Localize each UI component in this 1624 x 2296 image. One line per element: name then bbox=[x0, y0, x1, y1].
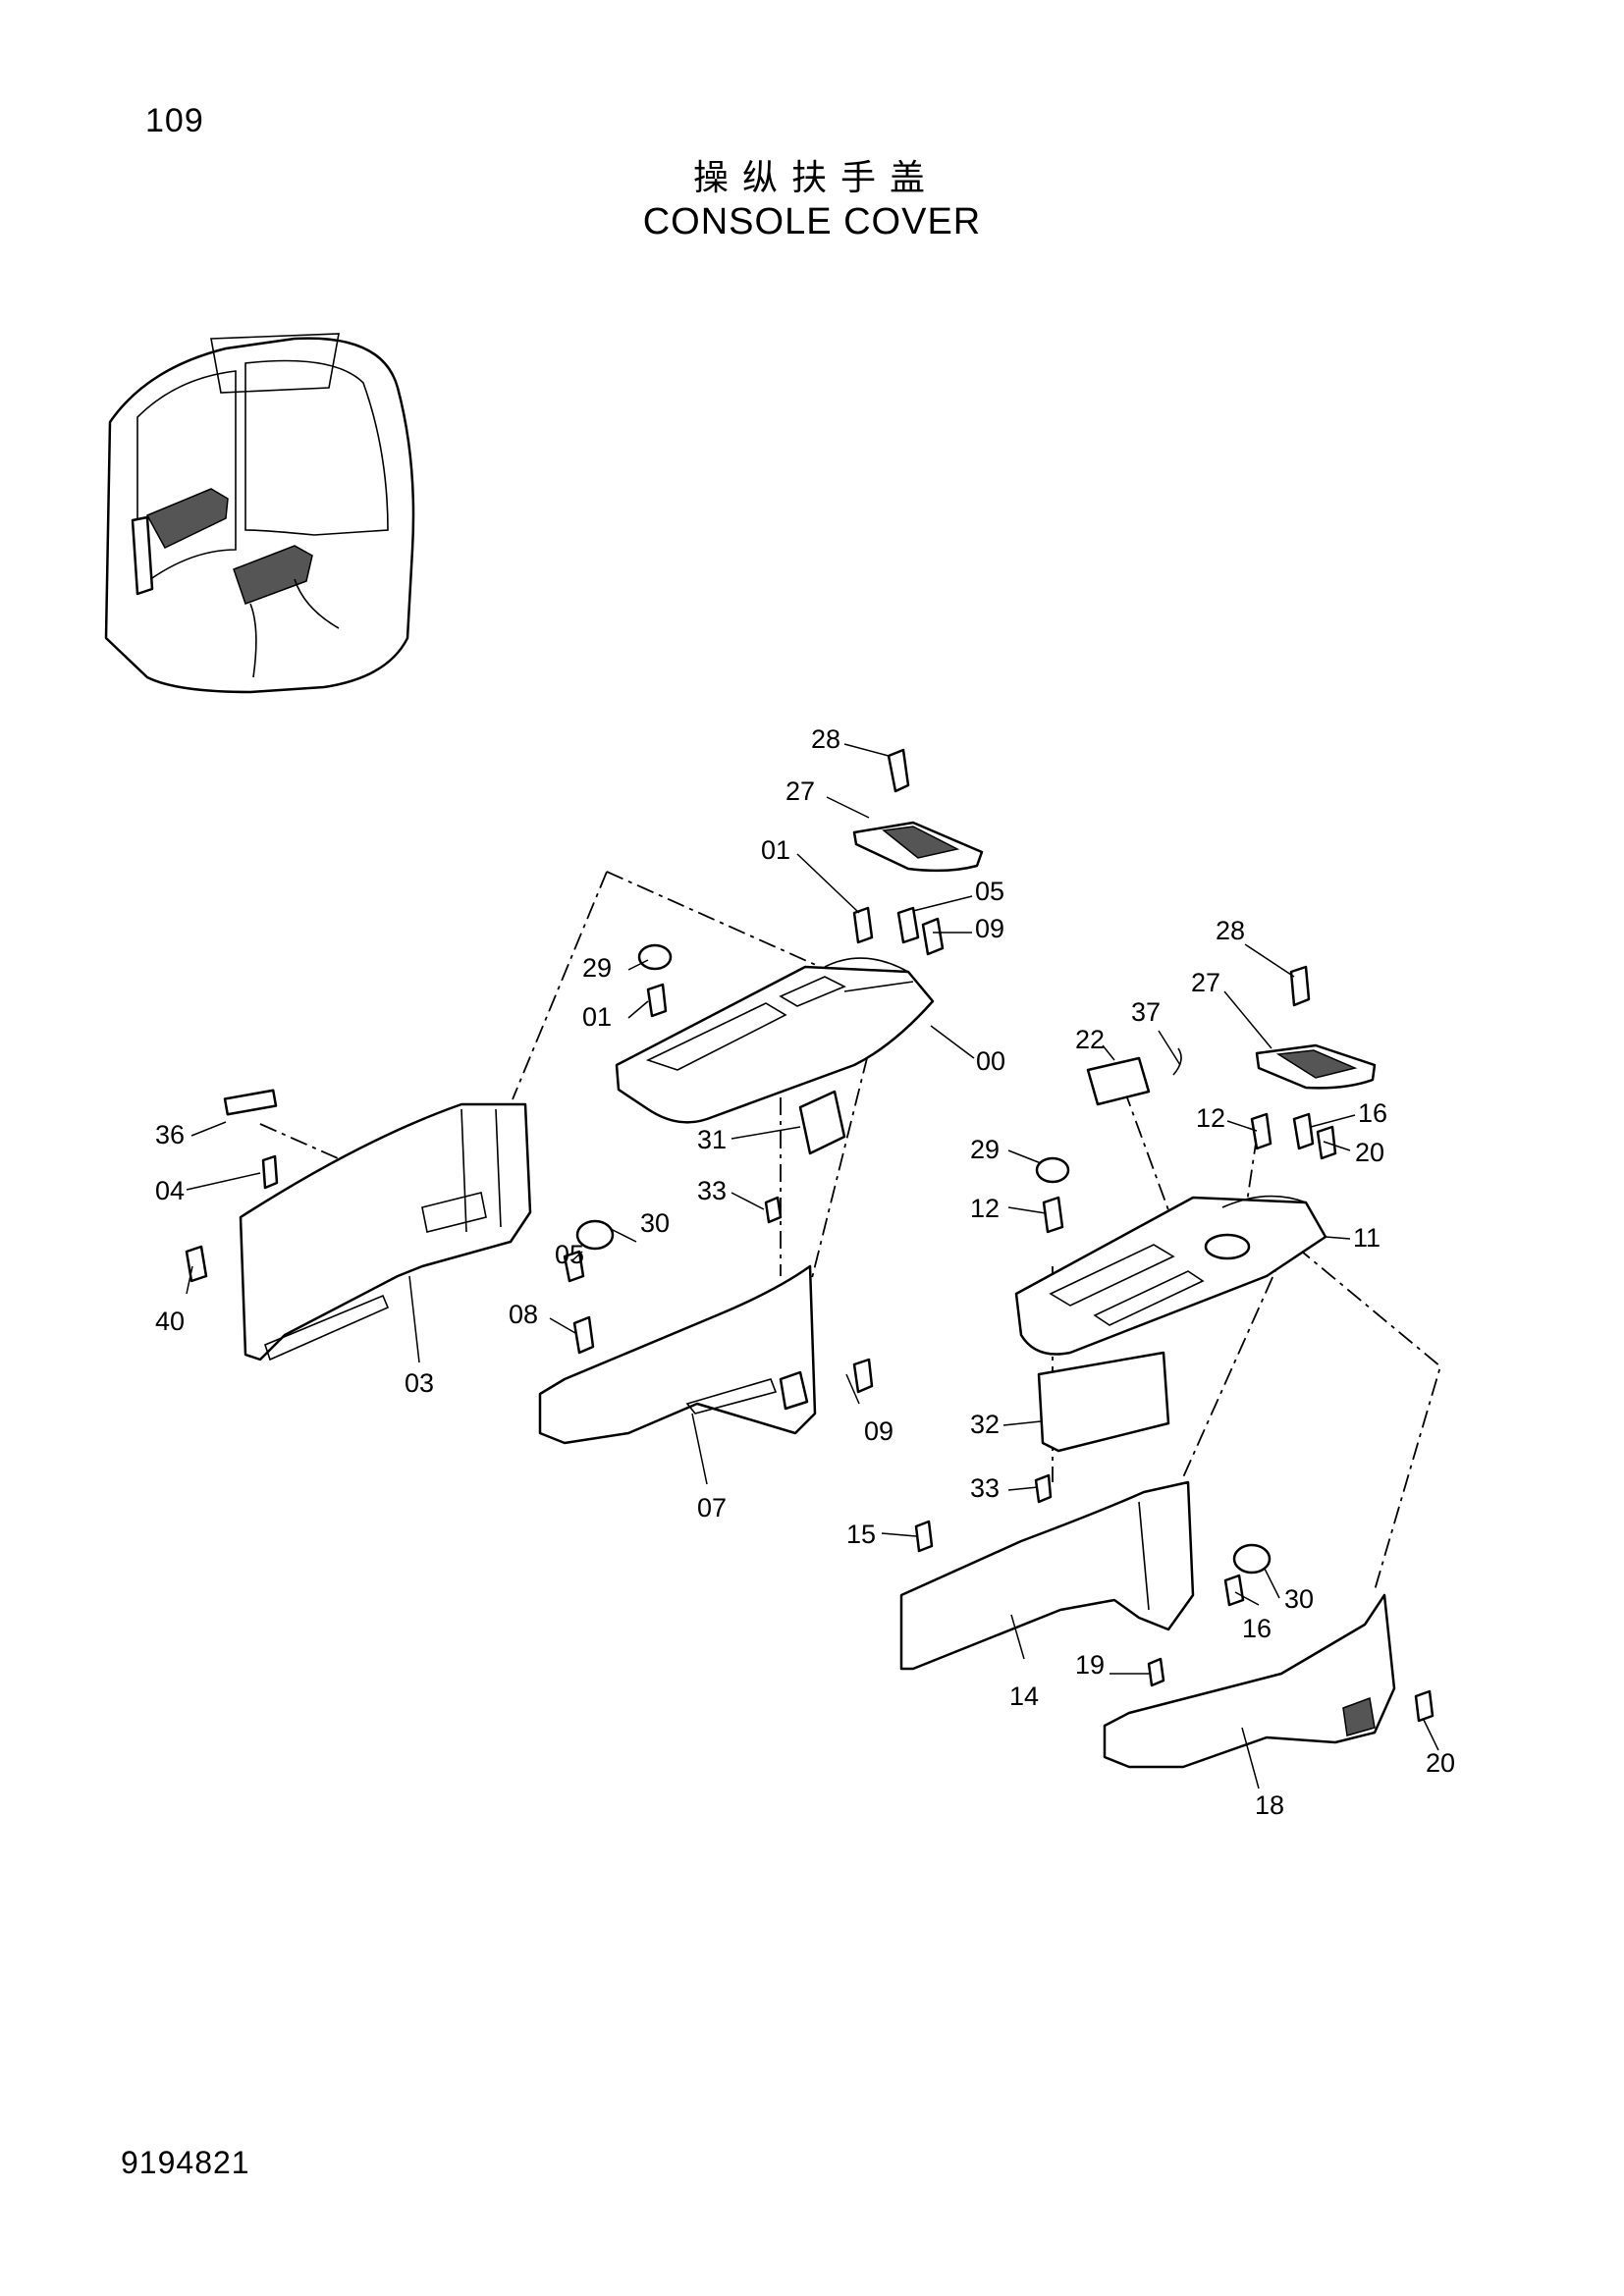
callout-19: 19 bbox=[1075, 1650, 1105, 1680]
callout-40: 40 bbox=[155, 1307, 185, 1336]
callout-33-left: 33 bbox=[697, 1176, 727, 1205]
callout-22: 22 bbox=[1075, 1025, 1105, 1054]
callout-09-lower: 09 bbox=[864, 1416, 893, 1446]
callout-30-right: 30 bbox=[1284, 1584, 1314, 1614]
title-english: CONSOLE COVER bbox=[642, 201, 982, 242]
tray-32 bbox=[1037, 1351, 1170, 1453]
left-side-cover-03 bbox=[239, 1102, 532, 1362]
right-lower-cover-18 bbox=[1103, 1593, 1396, 1769]
callout-16-upper: 16 bbox=[1358, 1098, 1387, 1128]
callout-00: 00 bbox=[976, 1046, 1005, 1076]
callout-01-lower: 01 bbox=[582, 1002, 612, 1032]
ashtray-22 bbox=[1086, 1056, 1151, 1106]
callout-04: 04 bbox=[155, 1176, 185, 1205]
callout-01-upper: 01 bbox=[761, 835, 790, 865]
callout-30-left: 30 bbox=[640, 1208, 670, 1238]
callout-16-lower: 16 bbox=[1242, 1614, 1272, 1643]
title-chinese: 操纵扶手盖 bbox=[692, 158, 939, 198]
callout-27-right: 27 bbox=[1191, 968, 1220, 997]
callout-27-left: 27 bbox=[785, 776, 815, 806]
callout-12-lower: 12 bbox=[970, 1194, 1000, 1223]
left-armrest-pad bbox=[852, 821, 984, 873]
callout-18: 18 bbox=[1255, 1790, 1284, 1820]
document-code: 9194821 bbox=[121, 2145, 250, 2180]
callout-28-left: 28 bbox=[811, 724, 840, 754]
leader-lines bbox=[186, 743, 1439, 1789]
callout-05-upper: 05 bbox=[975, 877, 1004, 906]
callout-15: 15 bbox=[846, 1520, 876, 1549]
fasteners bbox=[185, 748, 1435, 1723]
callout-09-upper: 09 bbox=[975, 914, 1004, 943]
callout-28-right: 28 bbox=[1216, 916, 1245, 945]
right-cover-14 bbox=[899, 1480, 1195, 1671]
callout-37: 37 bbox=[1131, 997, 1161, 1027]
callout-29-right: 29 bbox=[970, 1135, 1000, 1164]
callout-12-upper: 12 bbox=[1196, 1103, 1225, 1133]
left-console-body bbox=[615, 957, 935, 1155]
callout-11: 11 bbox=[1353, 1223, 1380, 1253]
callout-20-lower: 20 bbox=[1426, 1748, 1455, 1778]
cab-location-inset bbox=[104, 333, 415, 694]
right-console-body bbox=[1014, 1195, 1327, 1356]
callout-29-left: 29 bbox=[582, 953, 612, 983]
callout-07: 07 bbox=[697, 1493, 727, 1522]
callout-05-lower: 05 bbox=[555, 1240, 584, 1269]
callout-33-right: 33 bbox=[970, 1473, 1000, 1503]
page-number: 109 bbox=[145, 102, 204, 139]
callout-32: 32 bbox=[970, 1410, 1000, 1439]
callout-labels: 28 27 01 05 09 29 01 00 36 04 31 33 30 0… bbox=[155, 724, 1455, 1820]
callout-20-upper: 20 bbox=[1355, 1138, 1384, 1167]
callout-36: 36 bbox=[155, 1120, 185, 1149]
callout-31: 31 bbox=[697, 1125, 727, 1154]
label-plate-36 bbox=[223, 1089, 278, 1116]
left-lower-cover-07 bbox=[538, 1264, 817, 1445]
callout-08: 08 bbox=[509, 1300, 538, 1329]
callout-14: 14 bbox=[1009, 1682, 1039, 1711]
left-cup-31 bbox=[798, 1090, 846, 1155]
right-armrest-pad bbox=[1255, 1043, 1377, 1090]
callout-03: 03 bbox=[405, 1368, 434, 1398]
